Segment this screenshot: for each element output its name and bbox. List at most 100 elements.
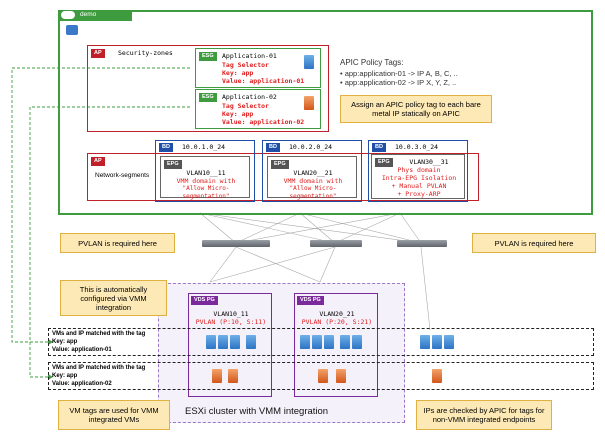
bd-10-0-1 [155, 140, 255, 202]
match2-label: VMs and IP matched with the tag Key: app… [52, 364, 172, 388]
match-row-application-02 [48, 362, 594, 390]
ap-network-label: Network-segments [95, 172, 150, 179]
bare-metal-icon [432, 369, 442, 383]
bd3-tag: BD [372, 143, 386, 152]
note-pvlan-right: PVLAN is required here [472, 233, 596, 253]
vds-pg-vlan10-11[interactable]: VDS PG VLAN10_11 PVLAN (P:10, S:11) [188, 293, 272, 397]
esg2-selector: Tag Selector [222, 102, 269, 110]
match2-line2: Key: app [52, 373, 78, 379]
esg-application-01[interactable]: ESG Application-01 Tag Selector Key: app… [195, 48, 321, 88]
epg2-line1: VMM domain with [283, 177, 343, 185]
ap-security-zones [87, 45, 329, 132]
esg2-tag: ESG [199, 93, 217, 102]
leaf-switch-1-icon [202, 240, 270, 247]
epg2-tag: EPG [271, 160, 289, 169]
epg3-line1: Phys domain [397, 166, 441, 174]
match2-line3: Value: application-02 [52, 381, 112, 387]
esg1-value: Value: application-01 [222, 77, 305, 85]
esg1-key: Key: app [222, 69, 254, 77]
vm-icon [300, 335, 310, 349]
cluster-label: ESXi cluster with VMM integration [185, 406, 329, 417]
bare-metal-icon [444, 335, 454, 349]
vm-icon [340, 335, 350, 349]
match1-line2: Key: app [52, 339, 78, 345]
vm-icon [352, 335, 362, 349]
ap-network-segments [87, 153, 479, 201]
vds1-tag: VDS PG [191, 296, 218, 305]
match-row-application-01 [48, 328, 594, 356]
vds1-title: VLAN10_11 [213, 310, 249, 318]
vds-pg-vlan20-21[interactable]: VDS PG VLAN20_21 PVLAN (P:20, S:21) [294, 293, 378, 397]
vrf-icon [66, 25, 78, 35]
vm-icon [212, 369, 222, 383]
esg-application-02[interactable]: ESG Application-02 Tag Selector Key: app… [195, 89, 321, 129]
vm-icon [246, 335, 256, 349]
vm-icon [206, 335, 216, 349]
vm-icon [312, 335, 322, 349]
bd2-tag: BD [266, 143, 280, 152]
esg2-value: Value: application-02 [222, 118, 305, 126]
esxi-cluster [158, 283, 405, 423]
vm-icon [318, 369, 328, 383]
epg1-line1: VMM domain with [176, 177, 236, 185]
epg1-tag: EPG [164, 160, 182, 169]
tenant-tab: demo [58, 10, 132, 21]
policy-tags-block: APIC Policy Tags: • app:application-01 -… [340, 58, 540, 87]
epg1-title: VLAN10__11 [186, 169, 226, 177]
note-assign-tag: Assign an APIC policy tag to each bare m… [340, 95, 492, 123]
bd-10-0-3 [368, 140, 468, 202]
bd3-label: 10.0.3.0_24 [395, 143, 439, 151]
leaf-switch-3-icon [397, 240, 447, 247]
note-vm-tags: VM tags are used for VMM integrated VMs [58, 400, 170, 430]
vds2-pvlan: PVLAN (P:20, S:21) [301, 318, 373, 326]
note-vmm-auto: This is automatically configured via VMM… [60, 280, 167, 316]
leaf-switch-2-icon [310, 240, 362, 247]
bare-metal-icon [420, 335, 430, 349]
policy-tags-heading: APIC Policy Tags: [340, 58, 404, 67]
bd2-label: 10.0.2.0_24 [289, 143, 333, 151]
match1-label: VMs and IP matched with the tag Key: app… [52, 330, 172, 354]
epg-vlan30-31[interactable]: EPG VLAN30__31 Phys domain Intra-EPG Iso… [371, 154, 465, 199]
bd1-label: 10.0.1.0_24 [182, 143, 226, 151]
vds2-tag: VDS PG [297, 296, 324, 305]
bare-metal-icon [432, 335, 442, 349]
policy-tag-line-2: app:application-02 -> IP X, Y, Z, .. [344, 78, 457, 87]
esg1-selector: Tag Selector [222, 61, 269, 69]
cloud-icon [61, 11, 75, 19]
epg3-line4: + Proxy-ARP [397, 190, 441, 198]
note-pvlan-left: PVLAN is required here [60, 233, 175, 253]
epg1-line2: "Allow Micro-segmentation" [182, 185, 230, 200]
vm-icon [336, 369, 346, 383]
vds2-title: VLAN20_21 [319, 310, 355, 318]
match2-line1: VMs and IP matched with the tag [52, 365, 146, 371]
ap-network-tag: AP [91, 157, 105, 166]
bd1-tag: BD [159, 143, 173, 152]
esg2-key: Key: app [222, 110, 254, 118]
vm-icon [228, 369, 238, 383]
epg2-line2: "Allow Micro-segmentation" [289, 185, 337, 200]
note-ips-checked: IPs are checked by APIC for tags for non… [416, 400, 552, 430]
ap-security-label: Security-zones [118, 49, 173, 57]
bd-10-0-2 [262, 140, 362, 202]
vds1-pvlan: PVLAN (P:10, S:11) [195, 318, 267, 326]
tenant-container [58, 10, 593, 215]
epg3-line3: + Manual PVLAN [391, 182, 447, 190]
vm-icon [218, 335, 228, 349]
epg3-line2: Intra-EPG Isolation [381, 174, 457, 182]
server-icon [304, 55, 314, 69]
epg3-tag: EPG [375, 158, 393, 167]
esg2-title: Application-02 [222, 93, 277, 101]
esg1-tag: ESG [199, 52, 217, 61]
epg-vlan10-11[interactable]: EPG VLAN10__11 VMM domain with "Allow Mi… [160, 156, 250, 200]
vm-icon [324, 335, 334, 349]
match1-line1: VMs and IP matched with the tag [52, 331, 146, 337]
epg2-title: VLAN20__21 [293, 169, 333, 177]
tenant-label: demo [80, 11, 97, 18]
match1-line3: Value: application-01 [52, 347, 112, 353]
server-icon [304, 96, 314, 110]
esg1-title: Application-01 [222, 52, 277, 60]
ap-security-tag: AP [91, 49, 105, 58]
policy-tag-line-1: app:application-01 -> IP A, B, C, .. [344, 69, 458, 78]
epg-vlan20-21[interactable]: EPG VLAN20__21 VMM domain with "Allow Mi… [267, 156, 357, 200]
